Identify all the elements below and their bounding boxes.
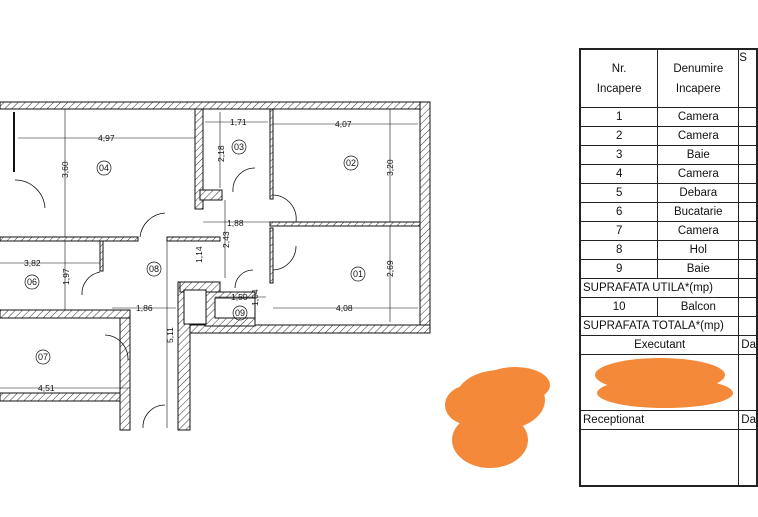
svg-text:1,97: 1,97: [61, 268, 71, 285]
svg-text:1,04: 1,04: [250, 289, 260, 306]
dimension-lines: [0, 109, 418, 428]
dimension-labels: 4,97 3,60 1,71 2,18 4,07 3,20 1,88 2,43 …: [24, 117, 395, 393]
svg-text:01: 01: [353, 269, 363, 279]
svg-text:4,08: 4,08: [336, 303, 353, 313]
svg-text:04: 04: [99, 163, 109, 173]
svg-text:4,51: 4,51: [38, 383, 55, 393]
room-interiors: [183, 289, 256, 325]
svg-text:2,18: 2,18: [216, 145, 226, 162]
svg-text:03: 03: [234, 142, 244, 152]
doors: [13, 112, 297, 429]
svg-text:5,11: 5,11: [165, 327, 175, 343]
svg-text:07: 07: [38, 352, 48, 362]
svg-text:1,50: 1,50: [231, 292, 248, 302]
svg-text:4,07: 4,07: [335, 119, 352, 129]
svg-text:09: 09: [235, 308, 245, 318]
room-labels: [24, 139, 366, 365]
receptionat-signature: [579, 429, 740, 487]
svg-text:08: 08: [149, 264, 159, 274]
svg-text:02: 02: [346, 158, 356, 168]
room-numbers: 04 03 02 06 08 01 09 07: [27, 142, 363, 362]
svg-text:4,97: 4,97: [98, 133, 115, 143]
svg-text:3,82: 3,82: [24, 258, 41, 268]
svg-text:1,86: 1,86: [136, 303, 153, 313]
svg-text:1,88: 1,88: [227, 218, 244, 228]
svg-text:06: 06: [27, 277, 37, 287]
svg-text:3,20: 3,20: [385, 159, 395, 176]
header-sup: S: [738, 48, 758, 108]
svg-text:3,60: 3,60: [60, 161, 70, 178]
svg-text:2,43: 2,43: [221, 231, 231, 248]
svg-text:1,71: 1,71: [230, 117, 247, 127]
svg-text:1,14: 1,14: [194, 246, 204, 263]
walls: [0, 101, 431, 431]
svg-text:2,69: 2,69: [385, 260, 395, 277]
